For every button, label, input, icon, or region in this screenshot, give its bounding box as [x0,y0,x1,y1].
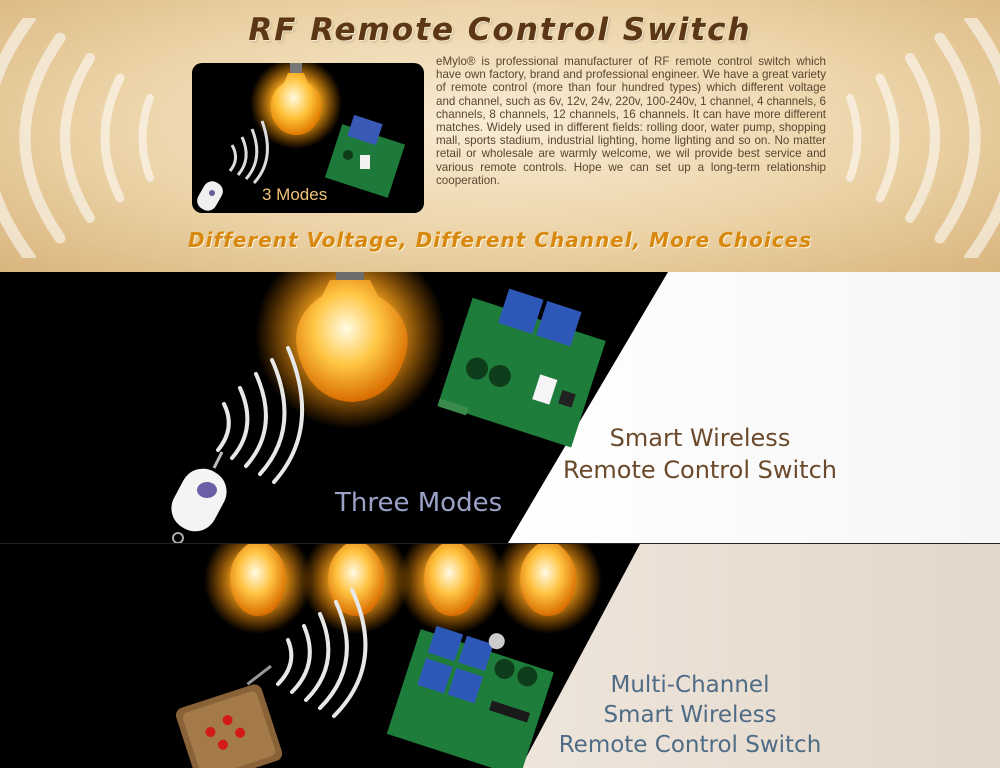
three-modes-illustration [171,272,1000,543]
lightbulb-icon [255,272,445,429]
top-banner: RF Remote Control Switch [0,0,1000,272]
thumbnail-illustration [197,63,406,211]
heading-line: Multi-Channel [610,672,770,698]
receiver-board-icon [386,625,554,768]
heading-line: Remote Control Switch [563,456,837,484]
lightbulb-icon [398,544,506,634]
multi-channel-illustration [175,544,1000,768]
heading-line: Remote Control Switch [558,732,822,758]
multi-channel-heading: Multi-Channel Smart Wireless Remote Cont… [510,670,870,760]
multi-channel-banner: Multi-Channel Smart Wireless Remote Cont… [0,543,1000,768]
tagline: Different Voltage, Different Channel, Mo… [187,228,813,252]
three-modes-label: Three Modes [335,488,503,518]
lightbulb-icon [204,544,312,634]
three-modes-thumbnail: 3 Modes [192,63,424,213]
heading-line: Smart Wireless [609,424,791,452]
thumbnail-modes-label: 3 Modes [262,185,328,204]
lightbulb-icon [302,544,410,634]
smart-wireless-heading: Smart Wireless Remote Control Switch [530,422,870,486]
signal-waves-left-decoration [0,18,154,258]
remote-fob-icon [175,664,283,768]
three-modes-banner: Three Modes Smart Wireless Remote Contro… [0,272,1000,543]
remote-fob-icon [171,451,227,543]
signal-waves-icon [228,120,269,185]
heading-line: Smart Wireless [603,702,777,728]
signal-waves-icon [276,588,368,718]
white-diagonal-panel [508,272,1000,543]
lightbulb-icon [494,544,602,634]
receiver-board-icon [324,114,406,198]
signal-waves-right-decoration [846,18,1000,258]
page-title: RF Remote Control Switch [248,12,752,48]
company-description: eMylo® is professional manufacturer of R… [436,55,826,187]
remote-fob-icon [197,181,223,211]
receiver-board-icon [437,288,606,448]
signal-waves-icon [216,346,305,484]
lightbulb-icon [250,63,342,149]
beige-diagonal-panel [520,544,1000,768]
